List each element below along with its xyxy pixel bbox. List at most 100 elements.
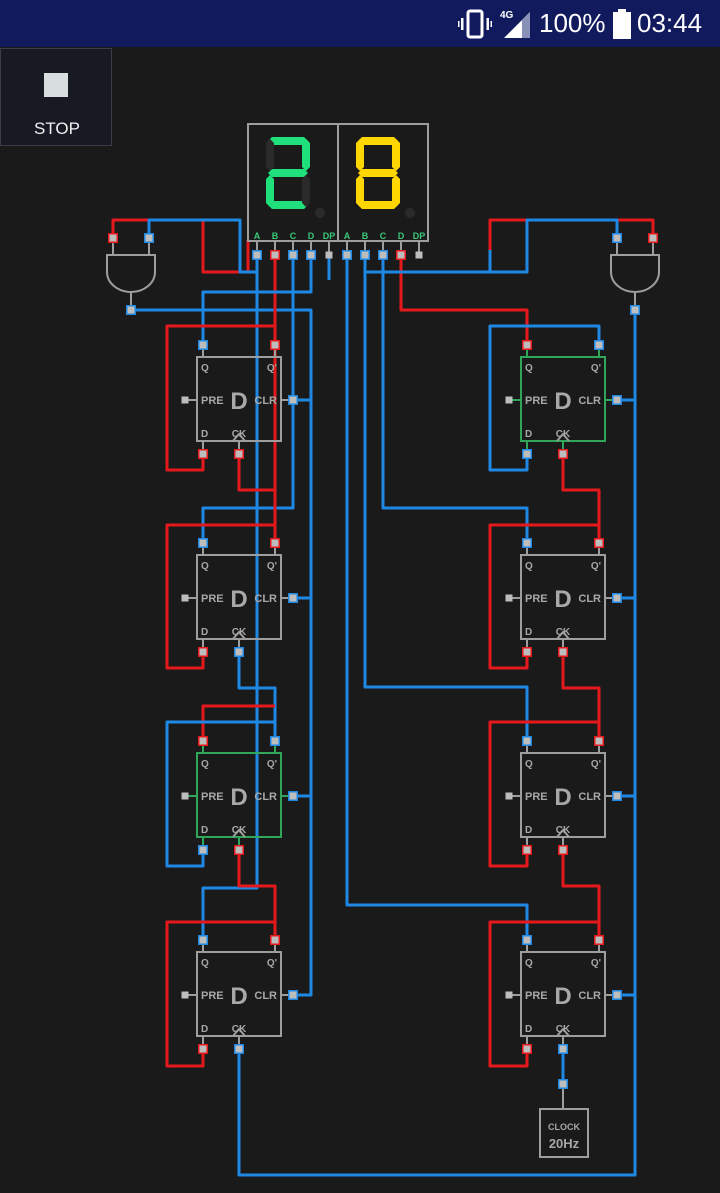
pin-low[interactable]: [199, 341, 207, 349]
pin-unconnected[interactable]: [325, 251, 333, 259]
pin-high[interactable]: [235, 846, 243, 854]
pin-low[interactable]: [523, 737, 531, 745]
pin-low[interactable]: [271, 737, 279, 745]
wire-high[interactable]: [111, 218, 250, 274]
pin-low[interactable]: [631, 306, 639, 314]
wire-low[interactable]: [400, 218, 619, 274]
pin-high[interactable]: [523, 341, 531, 349]
pin-high[interactable]: [271, 341, 279, 349]
pin-low[interactable]: [559, 1045, 567, 1053]
pin-unconnected[interactable]: [181, 594, 189, 602]
pin-unconnected[interactable]: [505, 991, 513, 999]
pin-low[interactable]: [127, 306, 135, 314]
pin-high[interactable]: [271, 539, 279, 547]
pin-low[interactable]: [613, 594, 621, 602]
wire-low[interactable]: [201, 255, 313, 345]
and-gate-body[interactable]: [106, 254, 156, 293]
pin-high[interactable]: [559, 648, 567, 656]
pin-unconnected[interactable]: [181, 792, 189, 800]
wire-high[interactable]: [165, 920, 277, 1068]
wire-low[interactable]: [165, 720, 277, 868]
pin-low[interactable]: [235, 648, 243, 656]
pin-low[interactable]: [289, 792, 297, 800]
pin-high[interactable]: [559, 846, 567, 854]
pin-unconnected[interactable]: [505, 594, 513, 602]
pin-high[interactable]: [595, 539, 603, 547]
wire-low[interactable]: [237, 310, 637, 1177]
pin-low[interactable]: [289, 251, 297, 259]
pin-high[interactable]: [523, 648, 531, 656]
and-gate-right[interactable]: [610, 238, 660, 310]
pin-high[interactable]: [199, 450, 207, 458]
wire-high[interactable]: [488, 523, 601, 670]
pin-unconnected[interactable]: [415, 251, 423, 259]
pin-high[interactable]: [649, 234, 657, 242]
pin-low[interactable]: [289, 991, 297, 999]
and-gate-left[interactable]: [106, 238, 156, 310]
pin-unconnected[interactable]: [505, 396, 513, 404]
stop-button[interactable]: STOP: [0, 48, 112, 146]
pin-high[interactable]: [523, 1045, 531, 1053]
wire-high[interactable]: [561, 652, 601, 742]
pin-low[interactable]: [613, 792, 621, 800]
pin-low[interactable]: [199, 936, 207, 944]
pin-unconnected[interactable]: [181, 991, 189, 999]
pin-low[interactable]: [613, 396, 621, 404]
pin-high[interactable]: [397, 251, 405, 259]
pin-high[interactable]: [595, 936, 603, 944]
pin-high[interactable]: [271, 251, 279, 259]
pin-low[interactable]: [145, 234, 153, 242]
pin-low[interactable]: [253, 251, 261, 259]
wire-high[interactable]: [488, 920, 601, 1068]
pin-low[interactable]: [361, 251, 369, 259]
clock-body[interactable]: [539, 1108, 589, 1158]
wire-low[interactable]: [131, 308, 313, 997]
pin-low[interactable]: [289, 396, 297, 404]
pin-low[interactable]: [559, 1080, 567, 1088]
pin-low[interactable]: [379, 251, 387, 259]
wire-high[interactable]: [201, 704, 275, 742]
pin-low[interactable]: [289, 594, 297, 602]
wire-low[interactable]: [363, 255, 529, 742]
wire-low[interactable]: [345, 255, 529, 940]
wire-high[interactable]: [488, 720, 601, 868]
wire-low[interactable]: [381, 255, 529, 543]
pin-unconnected[interactable]: [181, 396, 189, 404]
pin-high[interactable]: [235, 450, 243, 458]
wire-low[interactable]: [365, 250, 492, 274]
wire-high[interactable]: [165, 523, 277, 670]
pin-high[interactable]: [199, 1045, 207, 1053]
pin-low[interactable]: [523, 450, 531, 458]
pin-low[interactable]: [523, 936, 531, 944]
wire-high[interactable]: [399, 255, 529, 345]
pin-low[interactable]: [307, 251, 315, 259]
pin-low[interactable]: [199, 539, 207, 547]
pin-high[interactable]: [595, 737, 603, 745]
pin-high[interactable]: [109, 234, 117, 242]
pin-low[interactable]: [343, 251, 351, 259]
and-gate-body[interactable]: [610, 254, 660, 293]
wire-high[interactable]: [237, 851, 277, 940]
pin-high[interactable]: [559, 450, 567, 458]
pin-high[interactable]: [199, 737, 207, 745]
pin-low[interactable]: [235, 1045, 243, 1053]
pin-low[interactable]: [199, 846, 207, 854]
pin-low[interactable]: [523, 539, 531, 547]
pin-low[interactable]: [613, 234, 621, 242]
pin-high[interactable]: [271, 936, 279, 944]
wire-high[interactable]: [561, 454, 601, 543]
pin-unconnected[interactable]: [505, 792, 513, 800]
wire-low[interactable]: [201, 255, 259, 940]
pin-high[interactable]: [199, 648, 207, 656]
pin-low[interactable]: [613, 991, 621, 999]
pin-low[interactable]: [595, 341, 603, 349]
